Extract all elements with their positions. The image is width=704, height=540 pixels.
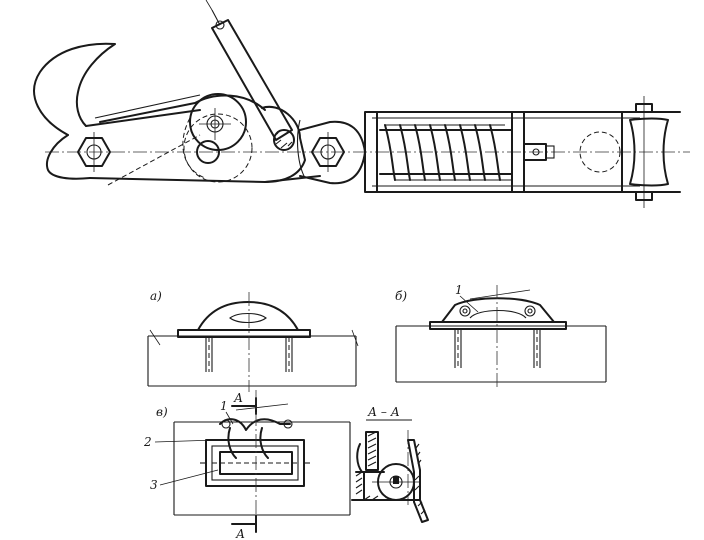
- view-a-label: а): [150, 289, 162, 303]
- end-roller: [629, 96, 669, 208]
- view-b-bolts: [454, 329, 541, 368]
- section-hull-plate: [407, 439, 429, 523]
- lower-pin: [196, 140, 220, 164]
- view-v-deck: [173, 421, 351, 516]
- section-mark-top: А: [233, 391, 243, 405]
- hook-shank-edge: [94, 94, 201, 119]
- view-a-plate: [177, 329, 311, 338]
- release-lever: [205, 0, 293, 141]
- pivot-small-nut: [199, 108, 231, 140]
- connecting-link: [261, 105, 366, 185]
- coil-spring: [379, 124, 513, 181]
- view-v-top-rollers: [219, 418, 291, 431]
- view-v-part-3: 3: [150, 478, 158, 492]
- view-v: в) А 1 2 3 А: [143, 390, 351, 540]
- hidden-latch-arc: [182, 117, 206, 179]
- view-a-slot: [229, 312, 267, 324]
- section-a-a: А – А: [351, 405, 429, 523]
- view-b-bolt-axes: [457, 329, 538, 368]
- hook-body: [33, 42, 116, 136]
- hook-inner-curve: [46, 134, 91, 180]
- view-v-part-1: 1: [220, 399, 228, 413]
- mounting-hole-hidden: [579, 131, 621, 173]
- view-b-opening: [469, 310, 527, 319]
- view-b-roller-left: [459, 305, 471, 317]
- view-v-leader-3: [159, 469, 219, 486]
- section-roller-hub: [393, 476, 399, 484]
- hidden-line-1: [107, 134, 201, 186]
- towing-hook-assembly: [33, 0, 690, 208]
- view-b-body: [441, 297, 555, 323]
- lever-roller: [273, 129, 295, 151]
- section-hull-hatch: [414, 443, 426, 515]
- view-b-plate: [429, 321, 567, 330]
- view-v-bosses: [227, 427, 269, 459]
- hook-shank-upper: [99, 94, 266, 123]
- view-a-bolt-axes: [208, 337, 290, 372]
- section-title: А – А: [367, 405, 400, 419]
- section-frame: [355, 471, 421, 501]
- link-inner: [296, 119, 306, 179]
- rod-end-nut: [523, 143, 555, 161]
- view-b: б) 1: [395, 283, 607, 388]
- view-a-dome: [197, 301, 299, 331]
- view-v-roller-right: [283, 419, 293, 429]
- view-b-part-1: 1: [455, 283, 463, 297]
- view-b-leader-2: [469, 289, 531, 300]
- view-v-label: в): [156, 405, 168, 419]
- view-a-bolts: [205, 337, 293, 372]
- section-post: [365, 431, 379, 471]
- right-hex-nut: [311, 132, 345, 172]
- section-mark-bottom: А: [235, 527, 245, 540]
- view-v-leader-1b: [235, 403, 289, 411]
- left-hex-nut: [77, 132, 111, 172]
- section-post-hatch: [367, 431, 377, 467]
- view-b-leader-1: [459, 295, 479, 313]
- view-b-label: б): [395, 289, 407, 303]
- section-boss: [356, 443, 385, 473]
- roller-hatch: [273, 132, 293, 149]
- section-arrow-bottom: [231, 515, 257, 533]
- view-a: а): [147, 289, 359, 392]
- view-a-break-lines: [149, 329, 359, 347]
- view-b-roller-right-axle: [527, 308, 533, 314]
- view-b-roller-left-axle: [462, 308, 468, 314]
- view-v-part-2: 2: [143, 435, 152, 449]
- view-v-roller-left: [221, 419, 231, 429]
- pivot-hidden-circle: [183, 113, 253, 183]
- section-frame-hatch: [355, 471, 379, 501]
- view-a-deck: [147, 335, 357, 387]
- view-b-roller-right: [524, 305, 536, 317]
- view-b-deck: [395, 325, 607, 383]
